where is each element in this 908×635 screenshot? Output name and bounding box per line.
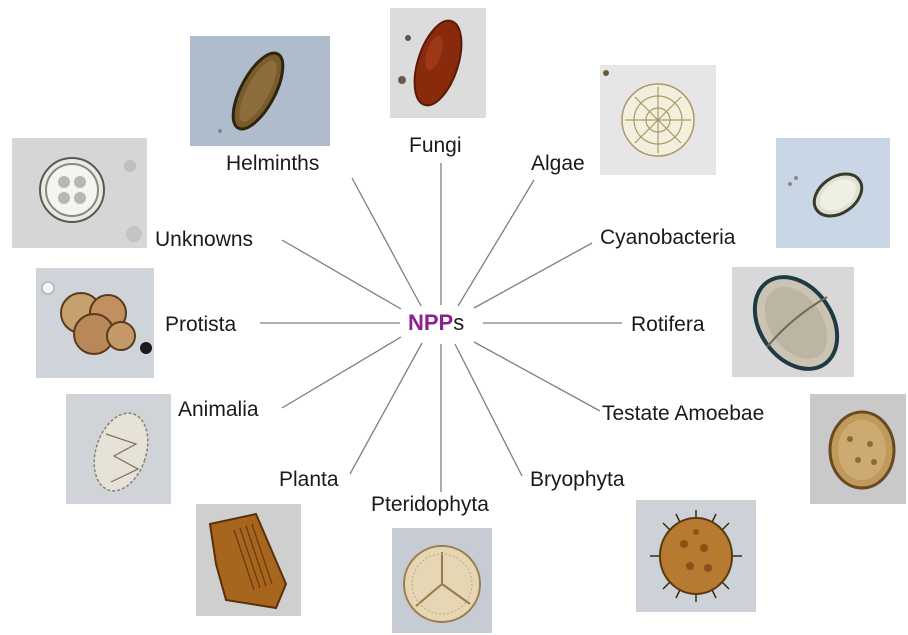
micrograph-fungi (390, 8, 486, 118)
connector-unknowns (282, 240, 401, 309)
label-bryophyta: Bryophyta (530, 468, 625, 492)
label-planta: Planta (279, 468, 339, 492)
micrograph-animalia (66, 394, 171, 504)
center-label-highlight: NPP (408, 310, 453, 335)
label-unknowns: Unknowns (155, 228, 253, 252)
connector-planta (350, 343, 422, 474)
micrograph-rotifera (732, 267, 854, 377)
micrograph-testate-amoebae (810, 394, 906, 504)
label-helminths: Helminths (226, 152, 319, 176)
label-rotifera: Rotifera (631, 313, 705, 337)
micrograph-unknowns (12, 138, 147, 248)
label-fungi: Fungi (409, 134, 462, 158)
micrograph-algae (600, 65, 716, 175)
micrograph-pteridophyta (392, 528, 492, 633)
connector-bryophyta (455, 344, 522, 476)
label-algae: Algae (531, 152, 585, 176)
center-label-suffix: s (453, 310, 464, 335)
label-animalia: Animalia (178, 398, 259, 422)
micrograph-protista (36, 268, 154, 378)
connector-testate-amoebae (474, 342, 600, 411)
label-testate-amoebae: Testate Amoebae (602, 402, 764, 426)
connector-cyanobacteria (474, 243, 592, 308)
micrograph-cyanobacteria (776, 138, 890, 248)
label-pteridophyta: Pteridophyta (371, 493, 489, 517)
micrograph-bryophyta (636, 500, 756, 612)
label-protista: Protista (165, 313, 236, 337)
micrograph-planta (196, 504, 301, 616)
connector-animalia (282, 337, 401, 408)
micrograph-helminths (190, 36, 330, 146)
center-label: NPPs (408, 311, 464, 335)
connector-algae (458, 180, 534, 306)
label-cyanobacteria: Cyanobacteria (600, 226, 735, 250)
